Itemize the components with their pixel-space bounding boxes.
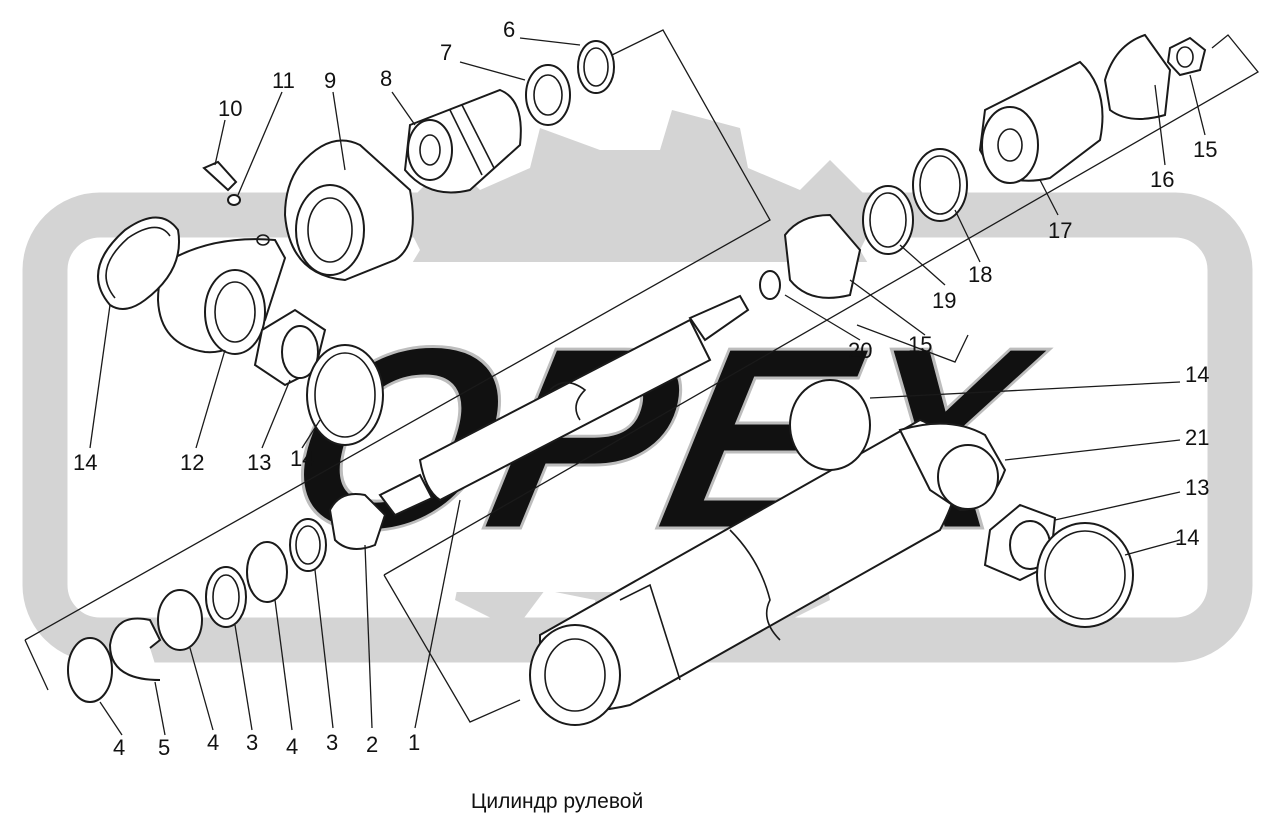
part-5-split-ring [108, 617, 162, 681]
upper-right-frame-pick [856, 324, 969, 363]
part-10-bolt [202, 160, 238, 192]
parts [67, 33, 1207, 726]
callout-14-a: 14 [290, 446, 314, 471]
part-20-ring [759, 270, 781, 300]
callout-18: 18 [968, 262, 992, 287]
part-3-ring-a [289, 518, 327, 572]
callout-14-d: 14 [1175, 525, 1199, 550]
callout-11: 11 [272, 68, 295, 93]
part-21-eye [898, 422, 1007, 512]
lower-left-frame-bottom [24, 639, 49, 691]
callout-3-a: 3 [246, 730, 258, 755]
callout-4-c: 4 [286, 734, 298, 759]
part-4-ring-c [67, 637, 113, 703]
part-12-housing [156, 234, 287, 355]
diagram-caption: Цилиндр рулевой [471, 790, 643, 813]
callout-8: 8 [380, 66, 392, 91]
part-14-retaining-ring-mid [306, 344, 384, 446]
part-16-split-bushing [1103, 33, 1172, 120]
part-7-ring [525, 64, 571, 126]
part-2-split-ring [328, 493, 387, 550]
part-11-washer [227, 194, 241, 206]
callout-4-a: 4 [113, 735, 125, 760]
part-17-piston [978, 60, 1104, 184]
middle-frame [383, 34, 1259, 576]
part-3-ring-b [205, 566, 247, 628]
part-18-ring [912, 148, 968, 222]
callout-14-b: 14 [73, 450, 97, 475]
part-15-nut [1166, 36, 1207, 77]
callout-6: 6 [503, 17, 515, 42]
part-14-retaining-ring-right-mid [789, 379, 871, 471]
part-6-ring [577, 40, 615, 94]
callout-21: 21 [1185, 425, 1209, 450]
callout-19: 19 [932, 288, 956, 313]
lower-left-frame [24, 29, 771, 641]
callout-16: 16 [1150, 167, 1174, 192]
callout-13-a: 13 [247, 450, 271, 475]
callout-5: 5 [158, 735, 170, 760]
callout-20: 20 [848, 338, 872, 363]
callout-17: 17 [1048, 218, 1072, 243]
leader-lines [89, 37, 1206, 736]
callout-14-c: 14 [1185, 362, 1209, 387]
assembly-frames [24, 29, 1259, 723]
callout-2: 2 [366, 732, 378, 757]
callout-1: 1 [408, 730, 420, 755]
part-1-rod [378, 294, 750, 517]
middle-frame-lower [383, 574, 521, 723]
part-14-retaining-ring-right [1036, 522, 1134, 628]
callout-15-b: 15 [1193, 137, 1217, 162]
callout-13-b: 13 [1185, 475, 1209, 500]
part-9-nut [283, 139, 414, 282]
callout-7: 7 [440, 40, 452, 65]
part-13-bushing [253, 308, 327, 387]
part-4-ring-a [246, 541, 288, 603]
part-4-ring-b [157, 589, 203, 651]
part-8-piston [403, 88, 522, 194]
part-15-split-bushing [783, 213, 862, 299]
part-14-retaining-ring-left [97, 216, 180, 310]
callout-12: 12 [180, 450, 204, 475]
callout-15-a: 15 [908, 332, 932, 357]
callout-10: 10 [218, 96, 242, 121]
part-19-ring [862, 185, 914, 255]
callout-3-b: 3 [326, 730, 338, 755]
callout-labels: 4 5 4 3 4 3 2 1 12 13 14 14 10 11 9 8 7 … [73, 17, 1217, 760]
callout-9: 9 [324, 68, 336, 93]
callout-4-b: 4 [207, 730, 219, 755]
